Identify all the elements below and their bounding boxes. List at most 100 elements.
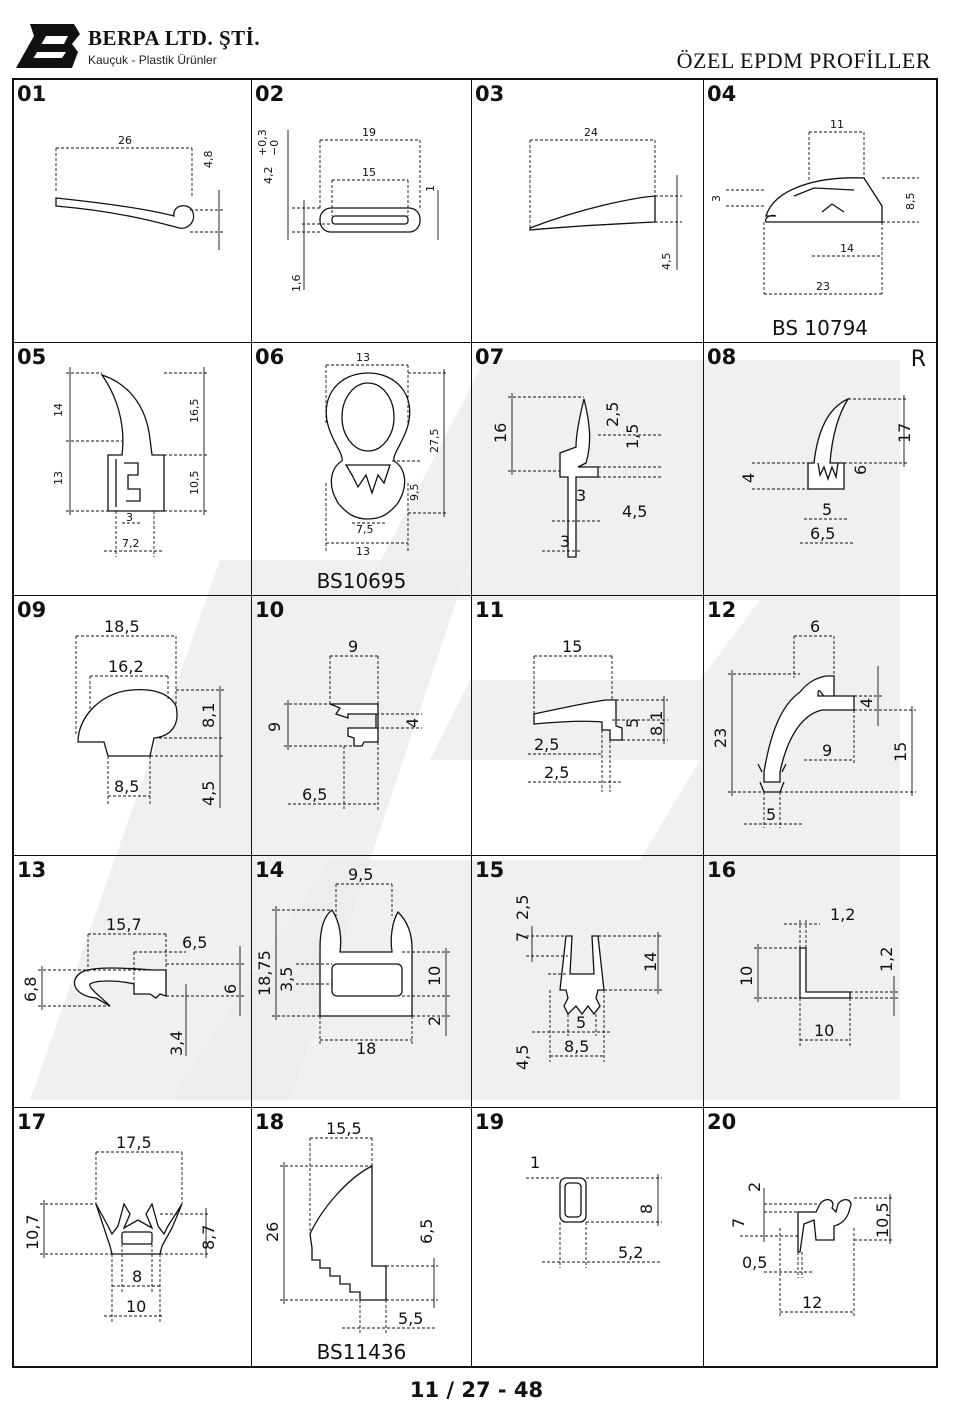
profile-drawing-14: 9,5 18,75 3,5 10 2 18 bbox=[255, 865, 452, 1058]
dim-label: 18,75 bbox=[255, 950, 274, 996]
profile-cell-06: 06 13 27,5 9,5 7,5 13 BS10695 bbox=[252, 343, 472, 596]
dim-label: 2,5 bbox=[513, 895, 532, 920]
dim-label: 14 bbox=[641, 952, 660, 972]
dim-label: 26 bbox=[263, 1222, 282, 1242]
dim-label: 16 bbox=[491, 423, 510, 443]
dim-label: 6 bbox=[810, 617, 820, 636]
dim-label: 17,5 bbox=[116, 1133, 152, 1152]
dim-label: 5 bbox=[822, 500, 832, 519]
dim-label: 3 bbox=[126, 511, 133, 524]
dim-label: 2 bbox=[745, 1182, 764, 1192]
dim-label: 9 bbox=[265, 722, 284, 732]
dim-label: 8,5 bbox=[114, 777, 139, 796]
profile-number: 19 bbox=[475, 1110, 505, 1134]
profile-number: 12 bbox=[707, 598, 737, 622]
dim-label: 1,2 bbox=[877, 947, 896, 972]
dim-label: 10,5 bbox=[188, 471, 201, 496]
dim-label: 6,5 bbox=[182, 933, 207, 952]
dim-label: 2,5 bbox=[603, 402, 622, 427]
profile-drawing-08: 17 4 6 5 6,5 bbox=[739, 395, 914, 544]
profile-drawing-04: 11 3 8,5 14 23 bbox=[710, 118, 919, 295]
dim-label: 1 bbox=[530, 1153, 540, 1172]
dim-label: 10 bbox=[126, 1297, 146, 1316]
dim-label: +0,3 bbox=[256, 129, 269, 156]
profile-number: 17 bbox=[17, 1110, 47, 1134]
dim-label: 9,5 bbox=[408, 484, 421, 502]
profile-grid: 01 26 4,8 02 bbox=[12, 78, 938, 1368]
profile-number: 20 bbox=[707, 1110, 737, 1134]
dim-label: 5 bbox=[576, 1013, 586, 1032]
dim-label: 8,1 bbox=[199, 703, 218, 728]
dim-label: 4,8 bbox=[202, 151, 215, 169]
profile-cell-18: 18 15,5 26 6,5 5,5 BS11436 bbox=[252, 1108, 472, 1366]
profile-cell-13: 13 15,7 6,5 6,8 6 3,4 bbox=[14, 856, 252, 1108]
profile-cell-20: 20 2 7 10,5 0,5 12 bbox=[704, 1108, 936, 1366]
profile-cell-17: 17 17,5 10,7 8,7 8 10 bbox=[14, 1108, 252, 1366]
profile-number: 05 bbox=[17, 345, 47, 369]
dim-label: 4,2 bbox=[262, 167, 275, 185]
dim-label: 0,5 bbox=[742, 1253, 767, 1272]
dim-label: 5,2 bbox=[618, 1243, 643, 1262]
profile-number: 11 bbox=[475, 598, 505, 622]
profile-cell-15: 15 7 2,5 14 5 4,5 8,5 bbox=[472, 856, 704, 1108]
dim-label: 18,5 bbox=[104, 617, 140, 636]
profile-drawing-20: 2 7 10,5 0,5 12 bbox=[729, 1182, 894, 1318]
dim-label: 10 bbox=[737, 966, 756, 986]
profile-drawing-15: 7 2,5 14 5 4,5 8,5 bbox=[513, 895, 662, 1070]
profile-number: 03 bbox=[475, 82, 505, 106]
berpa-logo-icon bbox=[16, 24, 80, 68]
profile-drawing-06: 13 27,5 9,5 7,5 13 bbox=[325, 351, 448, 558]
profile-cell-02: 02 19 15 4,2 +0,3 −0 1 1,6 bbox=[252, 80, 472, 343]
profile-drawing-13: 15,7 6,5 6,8 6 3,4 bbox=[21, 915, 244, 1056]
profile-standard: BS11436 bbox=[316, 1340, 407, 1364]
dim-label: 7 bbox=[729, 1218, 748, 1228]
dim-label: 13 bbox=[52, 471, 65, 485]
profile-cell-05: 05 14 13 16,5 10,5 3 7,2 bbox=[14, 343, 252, 596]
dim-label: 18 bbox=[356, 1039, 376, 1058]
dim-label: 13 bbox=[356, 545, 370, 558]
dim-label: 6 bbox=[221, 984, 240, 994]
dim-label: 1 bbox=[424, 185, 437, 192]
dim-label: 5,5 bbox=[398, 1309, 423, 1328]
dim-label: 14 bbox=[52, 403, 65, 417]
dim-label: 15,5 bbox=[326, 1119, 362, 1138]
dim-label: 15,7 bbox=[106, 915, 142, 934]
dim-label: 3,5 bbox=[277, 967, 296, 992]
dim-label: 5 bbox=[766, 805, 776, 824]
dim-label: 7,5 bbox=[356, 523, 374, 536]
dim-label: 7,2 bbox=[122, 537, 140, 550]
dim-label: 3,4 bbox=[167, 1031, 186, 1056]
dim-label: 8 bbox=[637, 1204, 656, 1214]
dim-label: 5 bbox=[623, 718, 642, 728]
dim-label: 1,6 bbox=[290, 275, 303, 293]
profile-drawing-19: 1 8 5,2 bbox=[526, 1153, 662, 1268]
profile-drawing-11: 15 5 8,1 2,5 2,5 bbox=[528, 637, 668, 792]
dim-label: 9 bbox=[822, 741, 832, 760]
profile-cell-09: 09 18,5 16,2 8,1 8,5 4,5 bbox=[14, 596, 252, 856]
dim-label: 15 bbox=[891, 742, 910, 762]
profile-number: 18 bbox=[255, 1110, 285, 1134]
profile-number: 01 bbox=[17, 82, 47, 106]
dim-label: 24 bbox=[584, 126, 598, 139]
dim-label: 16,5 bbox=[188, 399, 201, 424]
profile-number: 16 bbox=[707, 858, 737, 882]
dim-label: 8,5 bbox=[904, 193, 917, 211]
profile-drawing-12: 6 4 23 9 15 5 bbox=[711, 617, 916, 828]
dim-label: 4 bbox=[739, 473, 758, 483]
dim-label: 19 bbox=[362, 126, 376, 139]
profile-drawing-16: 1,2 1,2 10 10 bbox=[737, 905, 900, 1046]
dim-label: 8,5 bbox=[564, 1037, 589, 1056]
dim-label: 10,5 bbox=[873, 1202, 892, 1238]
dim-label: 6,8 bbox=[21, 977, 40, 1002]
dim-label: 6,5 bbox=[302, 785, 327, 804]
dim-label: 6 bbox=[851, 465, 870, 475]
profile-cell-12: 12 6 4 23 9 15 5 bbox=[704, 596, 936, 856]
dim-label: 2,5 bbox=[544, 763, 569, 782]
profile-number: 08 bbox=[707, 345, 737, 369]
dim-label: 8,1 bbox=[647, 711, 666, 736]
dim-label: 3 bbox=[560, 532, 570, 551]
profile-drawing-03: 24 4,5 bbox=[529, 126, 682, 270]
profile-cell-19: 19 1 8 5,2 bbox=[472, 1108, 704, 1366]
revision-mark: R bbox=[910, 347, 926, 372]
